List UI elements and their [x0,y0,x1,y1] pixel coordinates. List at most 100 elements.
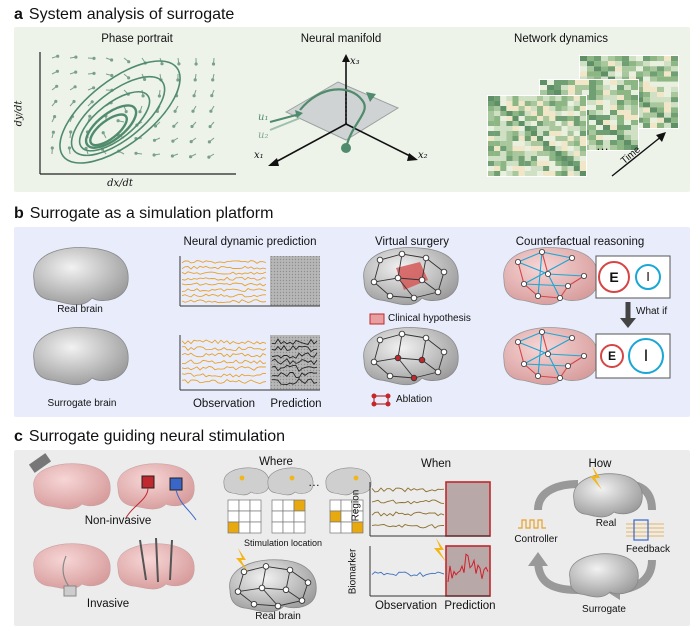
vector-arrow-head [54,99,58,104]
matrix-cell [643,97,650,103]
matrix-cell [610,140,617,145]
matrix-cell [547,85,554,90]
vector-arrow-head [92,71,96,76]
excitatory-edge [567,275,585,287]
matrix-cell [657,66,664,72]
matrix-cell [624,130,631,135]
grid-cell [271,499,284,512]
matrix-cell [596,110,603,115]
matrix-cell [603,135,610,140]
matrix-cell [608,71,615,77]
inhibitory-edge [523,283,569,287]
section-c-title-text: Surrogate guiding neural stimulation [28,428,286,445]
network-node [386,372,394,380]
matrix-cell [617,95,624,100]
matrix-cell [530,136,537,141]
network-node [410,294,418,302]
matrix-cell [567,151,574,156]
inhibitory-edge [547,273,585,277]
network-node [298,597,306,604]
matrix-cell [671,92,678,98]
matrix-cell [543,111,550,116]
network-node [394,274,402,282]
matrix-cell [488,111,495,116]
matrix-cell [589,95,596,100]
matrix-cell [671,112,678,118]
matrix-cell [650,112,657,118]
matrix-cell [561,106,568,111]
time-ellipsis: … [596,138,609,153]
matrix-cell [610,80,617,85]
matrix-cell [664,102,671,108]
signal-trace [271,338,318,346]
matrix-cell [636,122,643,128]
matrix-cell [650,71,657,77]
matrix-cell [555,96,562,101]
matrix-cell [512,106,519,111]
matrix-cell [631,110,638,115]
matrix-cell [579,161,586,166]
matrix-cell [488,171,495,176]
network-node [418,356,426,364]
matrix-cell [589,105,596,110]
matrix-cell [561,166,568,171]
network-node [539,328,546,335]
matrix-cell [543,171,550,176]
matrix-cell [512,121,519,126]
matrix-cell [561,156,568,161]
network-node [535,372,542,379]
matrix-cell [561,90,568,95]
matrix-cell [549,146,556,151]
matrix-cell [524,156,531,161]
matrix-cell [624,125,631,130]
matrix-cell [636,76,643,82]
matrix-cell [518,141,525,146]
matrix-cell [643,122,650,128]
vector-arrow-head [55,84,59,88]
when-prediction-biomarker [445,545,491,597]
matrix-cell [580,66,587,72]
matrix-cell [567,146,574,151]
where-small-brain [223,467,270,496]
matrix-cell [549,131,556,136]
matrix-cell [573,171,580,176]
signal-trace [371,571,445,577]
matrix-cell [549,166,556,171]
network-edge [373,259,381,283]
matrix-cell [500,111,507,116]
matrix-cell [518,111,525,116]
matrix-cell [650,92,657,98]
network-node [440,348,448,356]
vector-arrow-head [92,56,96,61]
matrix-cell [567,116,574,121]
vector-arrow-head [170,154,174,158]
vector-arrow-head [116,119,120,123]
where-brains: … [223,467,372,496]
matrix-cell [657,71,664,77]
matrix-cell [579,106,586,111]
matrix-cell [624,120,631,125]
signal-trace [181,260,267,264]
matrix-cell [512,171,519,176]
matrix-cell [549,121,556,126]
matrix-cell [589,125,596,130]
matrix-cell [543,151,550,156]
matrix-cell [567,121,574,126]
lightning-icon-where [236,548,248,572]
network-node [410,374,418,382]
matrix-cell [524,101,531,106]
matrix-cell [488,131,495,136]
matrix-cell [664,122,671,128]
matrix-cell [610,85,617,90]
matrix-cell [643,102,650,108]
matrix-cell [664,61,671,67]
matrix-cell [573,151,580,156]
vector-arrow-head [141,94,145,98]
vector-arrow-head [74,55,78,59]
axis-x2 [345,123,415,159]
matrix-cell [512,131,519,136]
matrix-cell [524,161,531,166]
vector-arrow-head [194,62,198,66]
